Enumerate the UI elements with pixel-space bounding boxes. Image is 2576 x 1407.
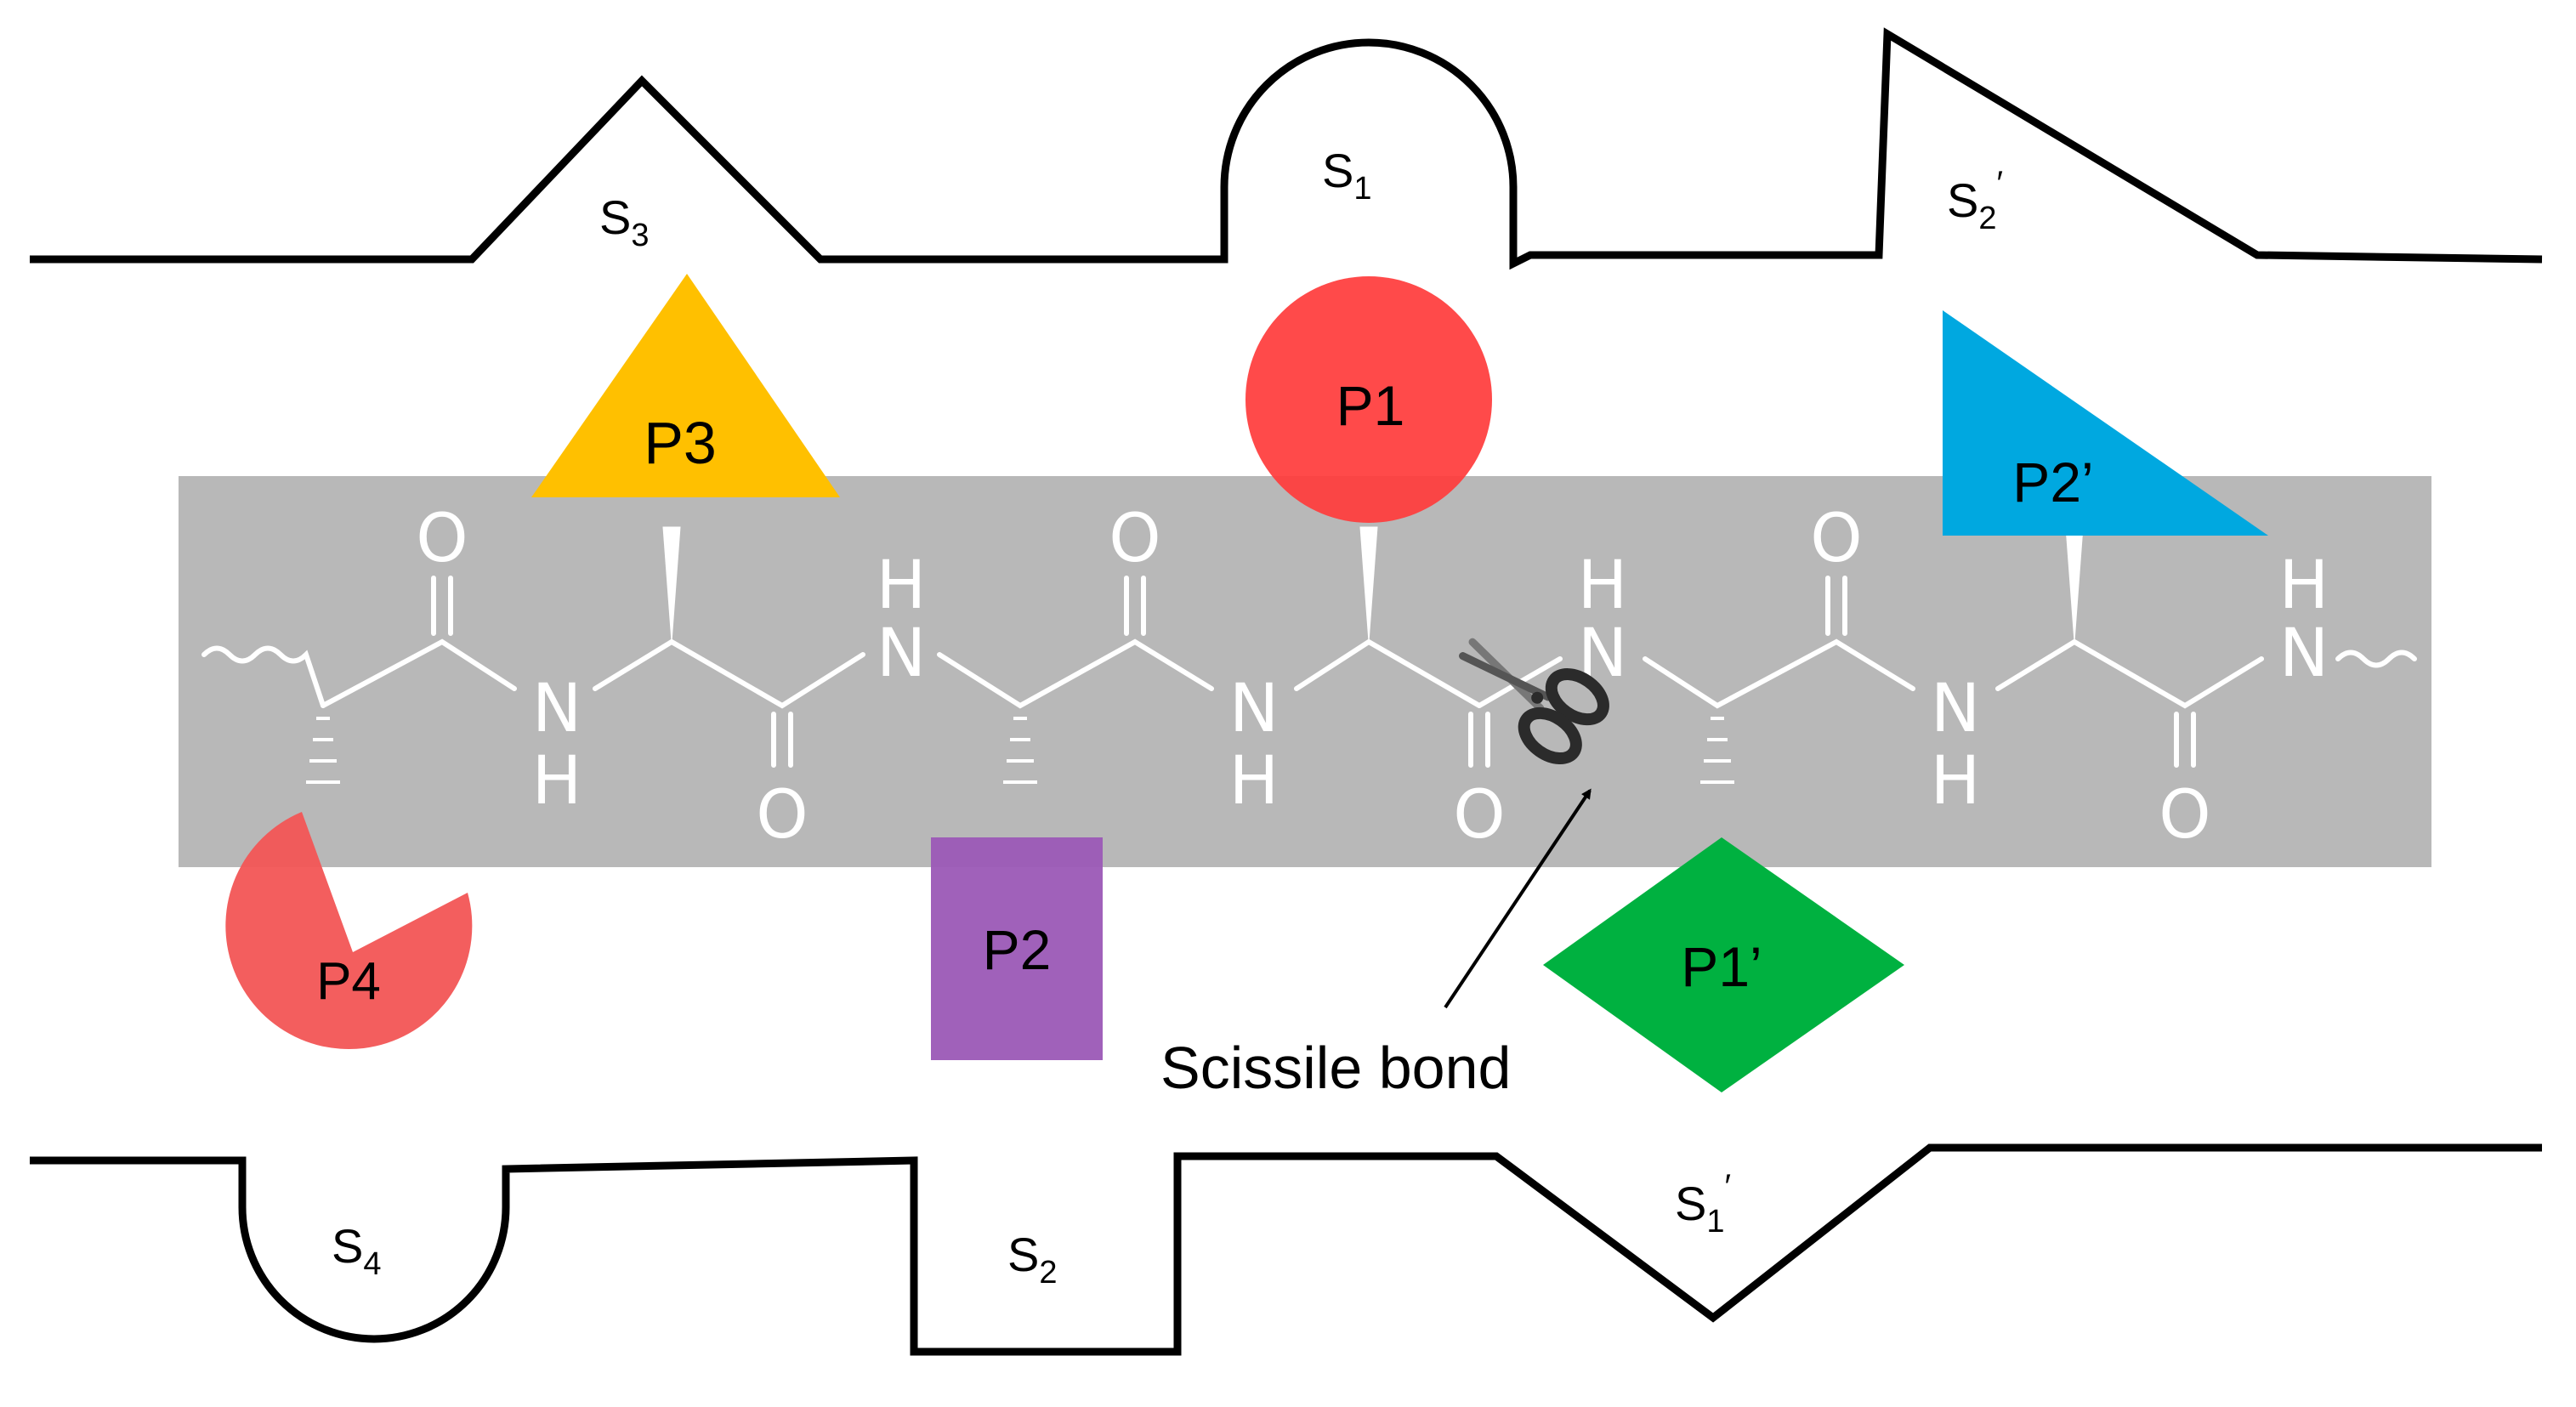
residue-label-p3: P3 — [644, 410, 717, 476]
atom-n: N — [877, 616, 926, 692]
residue-label-p1-prime: P1’ — [1681, 935, 1762, 998]
atom-o: O — [1453, 777, 1505, 854]
residue-p2-prime-right-triangle — [1943, 310, 2268, 536]
scissors-icon — [1459, 638, 1609, 765]
atom-h: H — [1578, 547, 1628, 624]
pocket-label-s4: S4 — [332, 1219, 382, 1282]
residue-label-p2-prime: P2’ — [2012, 451, 2093, 513]
atom-h: H — [1229, 743, 1279, 820]
atom-h: H — [1931, 743, 1981, 820]
residue-p2-rectangle — [931, 837, 1103, 1060]
pocket-label-s2-prime: S2′ — [1947, 165, 2003, 236]
scissile-arrow — [1444, 788, 1592, 1009]
residue-label-p2: P2 — [983, 918, 1052, 981]
atom-o: O — [756, 777, 808, 854]
atom-n: N — [1931, 671, 1980, 747]
residue-p3-triangle — [531, 274, 840, 497]
substrate-band — [179, 476, 2431, 867]
atom-h: H — [2279, 547, 2329, 624]
atom-o: O — [1810, 501, 1862, 577]
atom-n: N — [532, 671, 582, 747]
residue-label-p1: P1 — [1336, 374, 1405, 437]
residue-label-p4: P4 — [316, 952, 381, 1011]
enzyme-bottom-outline — [30, 1143, 2542, 1356]
atom-n: N — [1229, 671, 1279, 747]
residue-p4-pacman — [225, 812, 473, 1050]
atom-h: H — [532, 743, 582, 820]
enzyme-top-outline — [30, 27, 2543, 270]
pocket-label-s3: S3 — [599, 190, 650, 253]
pocket-label-s1: S1 — [1322, 144, 1372, 207]
atom-o: O — [1109, 501, 1160, 577]
atom-n: N — [2279, 616, 2329, 692]
scissile-bond-label: Scissile bond — [1160, 1035, 1511, 1101]
stereo-bonds — [306, 526, 2084, 784]
pocket-label-s1-prime: S1′ — [1675, 1168, 1731, 1240]
residue-p1-prime-diamond — [1543, 837, 1904, 1092]
atom-h: H — [877, 547, 927, 624]
atom-o: O — [416, 501, 468, 577]
pocket-label-s2: S2 — [1007, 1228, 1058, 1291]
residue-p1-circle — [1245, 276, 1492, 523]
atom-o: O — [2159, 777, 2210, 854]
